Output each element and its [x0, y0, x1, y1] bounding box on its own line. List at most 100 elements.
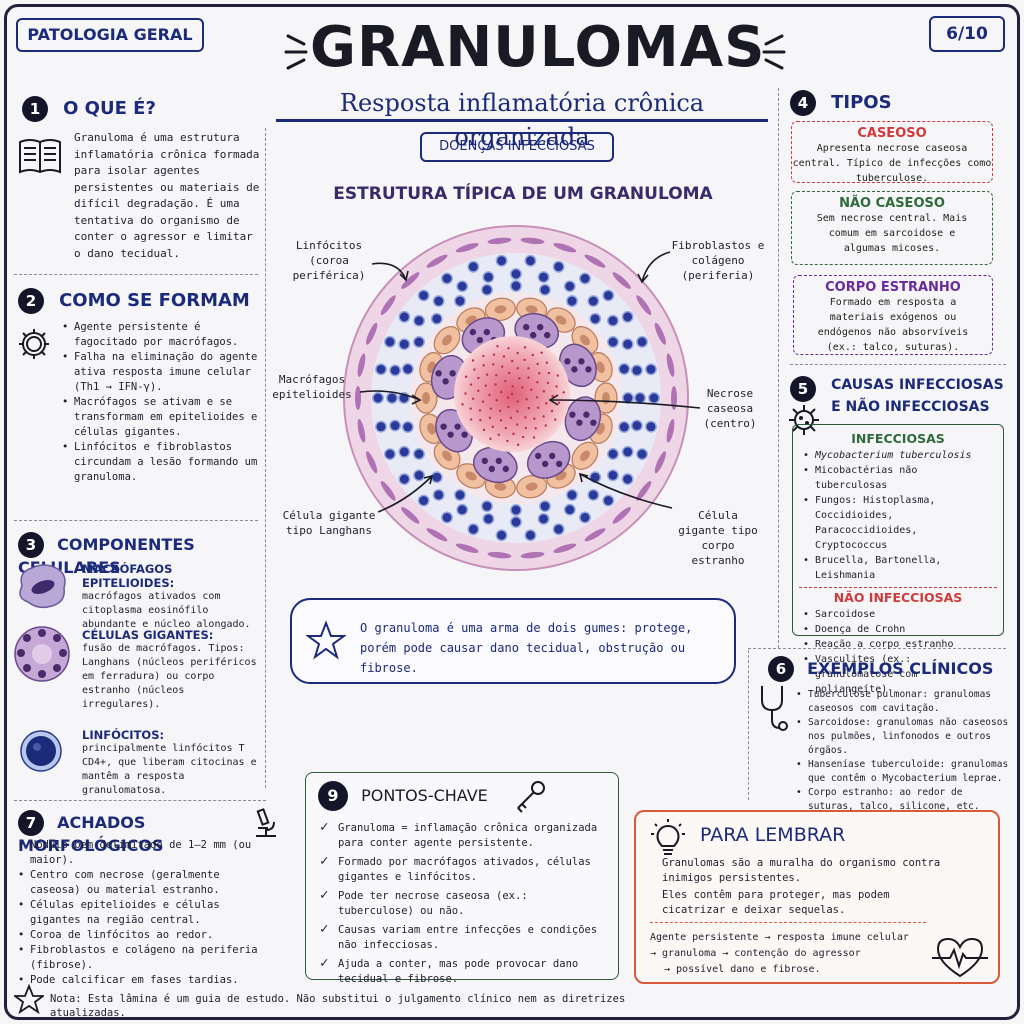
debris-dot — [497, 433, 500, 436]
debris-dot — [536, 406, 540, 409]
type-title: CORPO ESTRANHO — [825, 280, 961, 295]
footer-star-icon — [14, 984, 44, 1014]
lymphocyte — [552, 260, 565, 273]
lymphocyte — [398, 473, 411, 486]
lymphocyte — [621, 338, 634, 351]
section-number: 2 — [18, 288, 44, 314]
debris-dot — [516, 443, 520, 446]
type-title: CASEOSO — [857, 126, 927, 141]
lymphocyte — [401, 363, 414, 375]
lymphocyte — [413, 448, 425, 460]
section-2-list: Agente persistente é fagocitado por macr… — [62, 320, 260, 485]
fibroblast — [666, 419, 675, 443]
debris-dot — [492, 353, 496, 356]
type-foreign-body: CORPO ESTRANHO Formado em resposta a mat… — [793, 275, 993, 355]
giant-cell-icon — [12, 624, 72, 684]
giant-cell-nucleus — [447, 431, 454, 438]
key-points-list: Granuloma = inflamação crônica organizad… — [318, 820, 608, 991]
lymphocyte — [602, 494, 615, 507]
debris-dot — [495, 373, 498, 377]
giant-cell-nucleus — [583, 411, 590, 418]
giant-cell-nucleus — [435, 370, 442, 377]
lymphocyte — [495, 254, 508, 267]
debris-dot — [482, 364, 485, 367]
lymphocyte — [621, 445, 634, 458]
lymphocyte — [432, 295, 445, 308]
divider-s2 — [14, 520, 258, 521]
key-points-box: 9 PONTOS-CHAVE Granuloma = inflamação cr… — [305, 772, 619, 985]
section-title: EXEMPLOS CLÍNICOS — [807, 658, 994, 678]
lymphocyte — [441, 272, 453, 285]
fibroblast — [380, 481, 396, 501]
debris-dot — [536, 381, 539, 384]
giant-cell-nucleus — [534, 452, 542, 460]
epithelioid-nucleus — [555, 315, 567, 325]
lymphocyte — [630, 419, 643, 432]
giant-cell-nucleus — [585, 366, 592, 373]
lymphocyte — [563, 503, 576, 516]
fibroblast — [671, 386, 677, 410]
infectious-list: Mycobacterium tuberculosis Micobactérias… — [803, 448, 995, 583]
lymphocyte — [482, 271, 495, 284]
debris-dot — [546, 381, 550, 385]
debris-dot — [525, 398, 528, 401]
star-icon — [306, 620, 346, 660]
lymphocyte — [481, 500, 493, 513]
type-title: NÃO CASEOSO — [839, 196, 945, 211]
lymphocyte — [495, 529, 508, 542]
section-title: O QUE É? — [63, 97, 156, 119]
giant-cell-nucleus — [461, 431, 468, 438]
section-title: TIPOS — [831, 91, 892, 113]
section-number: 3 — [18, 532, 44, 558]
type-desc: Formado em resposta a materiais exógenos… — [817, 297, 969, 353]
epithelioid-nucleus — [602, 392, 610, 404]
list-item: Macrófagos se ativam e se transformam em… — [62, 395, 260, 440]
epithelioid-nucleus — [494, 305, 507, 314]
list-item: Fungos: Histoplasma, Coccidioides, Parac… — [803, 493, 995, 553]
lymphocyte — [618, 421, 631, 433]
cell-lymphocyte: LINFÓCITOS: principalmente linfócitos T … — [82, 728, 262, 798]
giant-cell-nucleus — [555, 460, 563, 468]
label-lymphocytes: Linfócitos (coroa periférica) — [292, 239, 366, 282]
key-point: Granuloma = inflamação crônica organizad… — [318, 820, 608, 851]
lymphocyte — [587, 488, 600, 501]
lymphocyte — [432, 488, 445, 501]
fibroblast — [455, 543, 479, 553]
causes-divider — [799, 587, 997, 588]
lymphocyte — [375, 363, 387, 376]
remember-box: PARA LEMBRAR Granulomas são a muralha do… — [634, 810, 1000, 984]
debris-dot — [477, 389, 480, 393]
debris-dot — [556, 374, 559, 377]
debris-dot — [485, 373, 489, 376]
lymphocyte — [441, 511, 453, 524]
debris-dot — [527, 376, 530, 379]
fibroblast — [636, 481, 652, 501]
fibroblast — [355, 386, 361, 410]
debris-dot — [507, 405, 510, 409]
debris-dot — [473, 368, 476, 371]
debris-dot — [516, 367, 519, 370]
fibroblast — [487, 551, 512, 559]
section-number: 7 — [18, 810, 44, 836]
list-item: Coroa de linfócitos ao redor. — [18, 928, 270, 943]
lymphocyte — [524, 529, 537, 542]
debris-dot — [535, 396, 539, 399]
type-desc: Sem necrose central. Mais comum em sarco… — [816, 213, 968, 254]
giant-cell-nucleus — [541, 460, 549, 468]
infectious-title: INFECCIOSAS — [851, 431, 945, 446]
giant-cell-nucleus — [449, 370, 456, 377]
debris-dot — [545, 402, 548, 405]
debris-dot — [516, 410, 519, 413]
debris-dot — [492, 363, 495, 366]
fibroblast — [426, 254, 448, 268]
page-frame — [4, 4, 1020, 1020]
epithelioid-nucleus — [580, 450, 590, 462]
lymphocyte — [510, 280, 522, 292]
fibroblast — [487, 237, 512, 245]
heart-pulse-icon — [932, 937, 988, 978]
lymphocyte — [566, 295, 578, 307]
debris-dot — [554, 418, 557, 421]
debris-dot — [464, 392, 467, 395]
epithelioid-nucleus — [427, 422, 436, 435]
debris-dot — [461, 403, 464, 406]
